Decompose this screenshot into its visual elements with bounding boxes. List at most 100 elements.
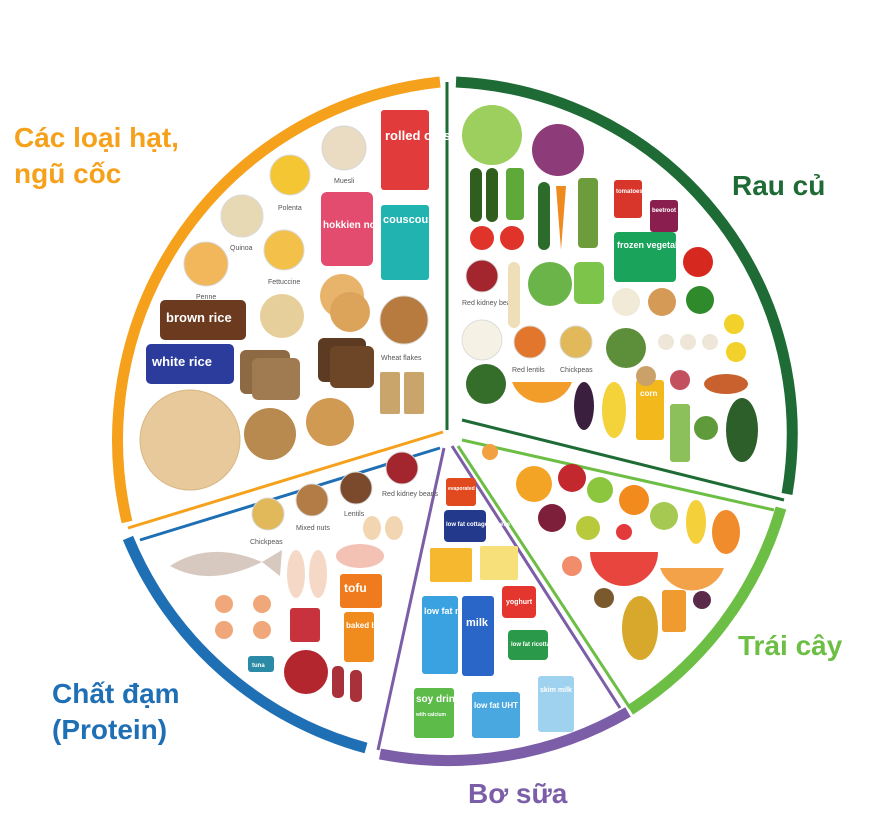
red-kidney-beans-protein-label: Red kidney beans [382,491,439,498]
wholemeal-roll [244,408,296,460]
chicken-breast [336,544,384,568]
fish [170,550,282,577]
milk-text: milk [466,617,489,629]
fettuccine-bowl [263,229,305,271]
corn-can-text: corn [640,389,657,398]
tomatoes-can [614,180,642,218]
yoghurt-text: yoghurt [506,599,533,606]
wholegrain-bread-2 [252,358,300,400]
prawn-2 [253,595,271,613]
frozen-vegetables-bag [614,232,676,282]
kidney-beans-protein-bowl [385,451,419,485]
quinoa-label: Quinoa [230,245,253,252]
dairy-category-label: Bơ sữa [468,778,568,809]
fettuccine-label: Fettuccine [268,279,300,286]
rolled-oats-text: rolled oats [385,128,451,143]
capsicum-red [683,247,713,277]
onion-brown [648,288,676,316]
wheat-flakes-label: Wheat flakes [381,355,422,362]
muesli-bowl [321,125,367,171]
cauliflower [461,319,503,361]
pear [576,516,600,540]
tofu-text: tofu [344,581,367,595]
mango [516,466,552,502]
beetroot-can [650,200,678,232]
green-apple [587,477,613,503]
brussels-sprouts [694,416,718,440]
pumpkin [512,382,572,403]
fruit-foods [482,444,740,660]
quinoa-bowl [220,194,264,238]
protein-label-line1: Chất đạm [52,678,180,709]
protein-category-label: Chất đạm (Protein) [52,676,180,748]
polenta-bowl [269,154,311,196]
chicken-drumstick-2 [309,550,327,598]
cheese-slice-yellow [480,546,518,580]
sweet-potato [704,374,748,394]
uht-milk-carton [472,692,520,738]
tofu-pack [340,574,382,608]
dairy-foods: evaporated low fat cottage cheese yoghur… [414,478,599,738]
tomato-1 [470,226,494,250]
grains-foods: Muesli rolled oats Polenta hokkien noodl… [139,110,451,491]
chickpeas-veg-bowl [559,325,593,359]
protein-rim [122,535,368,754]
tuna-text: tuna [252,663,265,669]
corn-cob [602,382,626,438]
milk-carton [462,596,494,676]
grains-rim [112,76,441,524]
protein-label-line2: (Protein) [52,714,168,745]
yellow-squash-2 [726,342,746,362]
prawn-3 [215,621,233,639]
zucchini-2 [486,168,498,222]
dairy-right-divider [450,445,622,709]
mixed-salad [606,328,646,368]
orange [619,485,649,515]
crumpet-2 [330,292,370,332]
green-beans [506,168,524,220]
flatbread [139,389,241,491]
pineapple [622,596,658,660]
crispbread-2 [404,372,424,414]
low-fat-milk-carton [422,596,458,674]
bok-choy [528,262,572,306]
skim-milk-powder-text: skim milk powder [540,687,599,694]
hokkien-noodles-text: hokkien noodles [323,220,402,231]
crackers [260,294,304,338]
dairy-left-divider [376,447,446,751]
with-calcium-text: with calcium [415,712,447,718]
red-kidney-beans-veg-label: Red kidney beans [462,300,519,307]
capsicum-green [686,286,714,314]
ricotta-text: low fat ricotta [511,642,551,648]
yellow-squash-1 [724,314,744,334]
lamb-chop-2 [350,670,362,702]
skim-milk-powder-tin [538,676,574,732]
peach [562,556,582,576]
penne-label: Penne [196,294,216,301]
asparagus [578,178,598,248]
cheese-slice-orange [430,548,472,582]
steak [284,650,328,694]
eggplant [574,382,594,430]
watermelon [590,552,658,586]
egg-1 [363,516,381,540]
tomato-2 [500,226,524,250]
soy-drink-text: soy drink [416,694,461,705]
evaporated-text: evaporated [448,486,475,492]
rockmelon [660,568,724,591]
snow-peas [574,262,604,304]
vegetable-foods: tomatoes beetroot frozen vegetables Red … [461,105,758,462]
low-fat-milk-text: low fat milk [424,606,474,616]
rolled-oats-box [381,110,429,190]
fruit-dairy-divider [456,445,632,709]
baked-beans-can [344,612,374,662]
canned-fruit [662,590,686,632]
white-rice-text: white rice [151,354,212,369]
fruit-category-label: Trái cây [738,630,843,661]
zucchini-1 [470,168,482,222]
potato [636,366,656,386]
strawberries [616,524,632,540]
mince-meat [290,608,320,642]
kidney-beans-bowl [465,259,499,293]
